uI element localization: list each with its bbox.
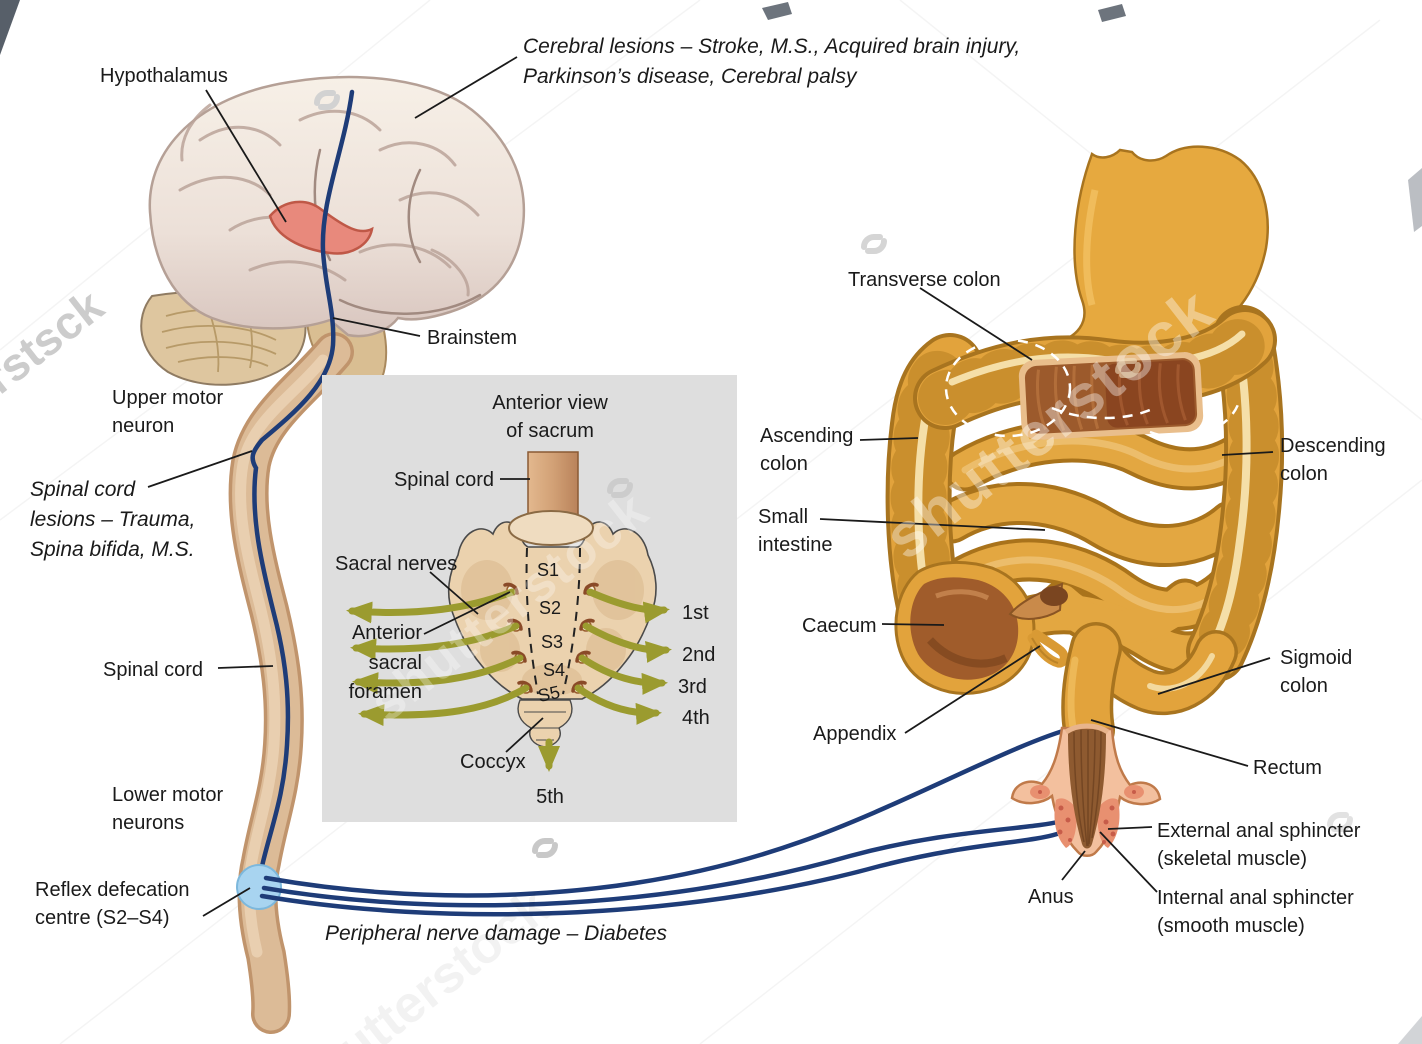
nerve-label-2nd: 2nd [682,644,716,666]
leader-lines [147,56,1274,917]
label-line: Parkinson’s disease, Cerebral palsy [523,64,857,88]
label-line: colon [760,453,808,476]
label-line: lesions – Trauma, [30,507,196,531]
hypothalamus-shape [268,200,374,255]
nerve-pathway-blue [250,89,355,887]
peripheral-nerves [259,725,1076,917]
label-peripheral-nerve-damage: Peripheral nerve damage – Diabetes [325,922,668,945]
label-line: neuron [112,415,175,438]
label-descending-colon: Descending colon [1280,432,1386,489]
label-rectum: Rectum [1253,757,1322,779]
cerebrum [148,75,526,338]
sphincter-muscle [1030,785,1144,848]
label-line: External anal sphincter [1157,820,1361,842]
label-line: Ascending [760,425,854,447]
label-line: Cerebral lesions – Stroke, M.S., Acquire… [523,35,1021,58]
transverse-cutaway [1018,352,1204,440]
label-line: Sigmoid [1280,647,1353,669]
caecum-shape [894,560,1068,695]
label-hypothalamus: Hypothalamus [100,65,228,87]
label-anus: Anus [1028,886,1074,908]
label-lower-motor-neurons: Lower motor neurons [112,781,223,838]
label-line: Small [758,506,809,528]
dural-sac [508,510,594,546]
inset-label-sacral-nerves: Sacral nerves [335,553,458,575]
label-small-intestine: Small intestine [758,503,833,560]
label-line: Spinal cord [30,478,136,501]
nerve-label-1st: 1st [682,602,709,624]
label-external-anal-sphincter: External anal sphincter (skeletal muscle… [1157,817,1360,874]
nerve-label-4th: 4th [682,707,710,729]
label-internal-anal-sphincter: Internal anal sphincter (smooth muscle) [1157,884,1354,941]
label-caecum: Caecum [802,615,877,637]
sacral-canal-dashes [525,547,581,695]
label-line: foramen [348,681,422,704]
label-line: colon [1280,675,1328,698]
brain-illustration [140,75,526,387]
segment-label-s2: S2 [539,598,562,618]
label-line: centre (S2–S4) [35,907,170,930]
cut-rim [1064,723,1110,735]
label-line: Anterior view [492,392,608,414]
inset-label-anterior-sacral-foramen: Anterior sacral foramen [330,619,422,708]
stomach-highlight [1083,189,1099,306]
lumen-striations [1073,729,1102,847]
label-line: (skeletal muscle) [1157,848,1308,871]
label-line: Reflex defecation [35,879,190,901]
segment-label-s4: S4 [543,660,566,680]
label-line: (smooth muscle) [1157,915,1305,938]
anal-lumen [1068,729,1106,849]
label-brainstem: Brainstem [427,327,518,349]
label-spinal-cord: Spinal cord [103,659,204,681]
label-reflex-defecation-centre: Reflex defecation centre (S2–S4) [35,876,190,933]
inset-label-coccyx: Coccyx [460,751,526,773]
label-sigmoid-colon: Sigmoid colon [1280,644,1352,701]
dashed-flexure-outlines [944,338,1242,439]
inset-title: Anterior view of sacrum [450,389,650,446]
label-line: intestine [758,534,833,557]
label-spinal-cord-lesions: Spinal cord lesions – Trauma, Spina bifi… [30,475,195,564]
reflex-centre-circle [236,864,282,910]
digestive-illustration [885,145,1285,857]
label-line: Lower motor [112,784,224,806]
label-line: Upper motor [112,387,224,409]
label-line: Spina bifida, M.S. [30,537,195,561]
label-line: colon [1280,463,1328,486]
label-line: Anterior [351,622,422,644]
descending-colon-shape [1186,305,1285,682]
label-line: of sacrum [506,420,594,443]
label-line: Internal anal sphincter [1157,887,1354,909]
watermark-edge-fragment: utterstsck [0,279,113,456]
nerve-label-3rd: 3rd [678,676,707,698]
label-upper-motor-neuron: Upper motor neuron [112,384,223,441]
label-line: neurons [112,812,185,835]
label-line: sacral [368,651,422,674]
label-transverse-colon: Transverse colon [848,269,1001,291]
label-cerebral-lesions: Cerebral lesions – Stroke, M.S., Acquire… [523,32,1020,92]
sacral-nerve-arrows [346,588,672,772]
anal-canal-section [1010,723,1162,857]
label-line: Descending [1280,435,1386,457]
segment-label-s1: S1 [537,560,560,580]
rectum-shape [1061,622,1122,756]
nerve-label-5th: 5th [536,786,564,808]
sacrum-inset [322,375,737,822]
label-ascending-colon: Ascending colon [760,422,853,479]
inset-label-spinal-cord: Spinal cord [393,469,494,491]
label-appendix: Appendix [813,723,897,745]
segment-label-s3: S3 [541,632,564,652]
